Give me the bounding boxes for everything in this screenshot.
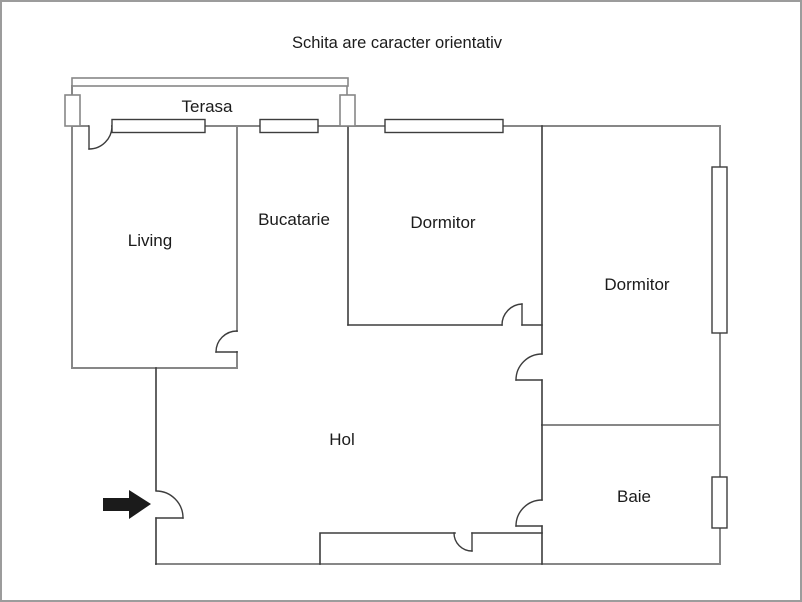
entrance-arrow-icon — [103, 490, 151, 519]
room-label-baie: Baie — [617, 487, 651, 506]
room-label-living: Living — [128, 231, 172, 250]
room-label-hol: Hol — [329, 430, 355, 449]
door-closet — [453, 532, 473, 552]
room-label-terasa: Terasa — [181, 97, 233, 116]
door-living-hol — [215, 330, 238, 353]
window-living — [111, 118, 206, 134]
door-baie — [515, 499, 543, 527]
windows — [111, 118, 728, 529]
terasa-post-right — [339, 94, 356, 127]
room-label-bucatarie: Bucatarie — [258, 210, 330, 229]
room-label-dormitor-1: Dormitor — [410, 213, 476, 232]
terasa-post-left — [64, 94, 81, 127]
closet-walls — [319, 532, 543, 565]
window-baie — [711, 476, 728, 529]
room-label-dormitor-2: Dormitor — [604, 275, 670, 294]
page-title: Schita are caracter orientativ — [292, 34, 503, 52]
door-entrance — [155, 490, 184, 519]
window-dormitor-1 — [384, 118, 504, 134]
door-dormitor-1 — [501, 303, 523, 326]
walls-interior — [155, 125, 543, 565]
door-living-terasa — [88, 125, 113, 150]
terasa-railing — [64, 77, 356, 127]
window-dormitor-2 — [711, 166, 728, 334]
door-dormitor-2 — [515, 353, 543, 381]
window-bucatarie — [259, 118, 319, 134]
